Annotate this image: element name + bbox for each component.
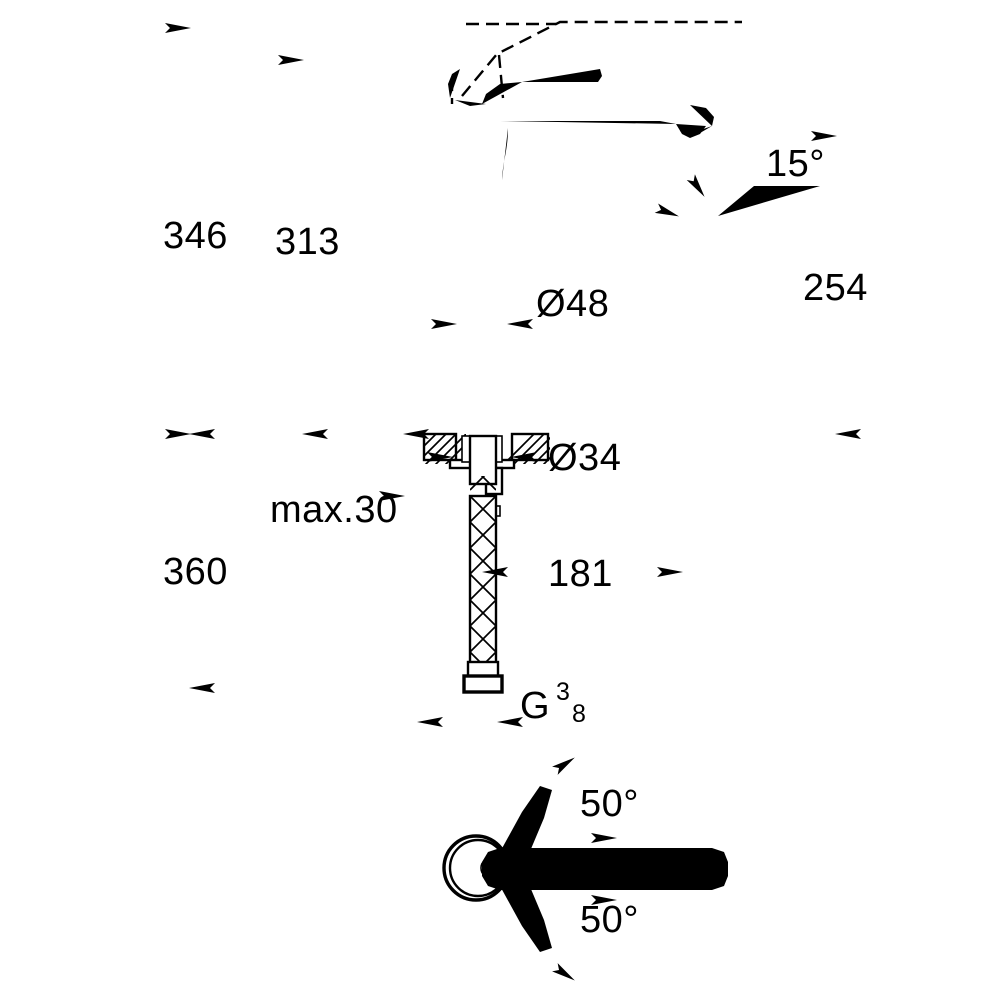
dimension-254: 254 (800, 131, 898, 439)
dimension-360: 360 (160, 429, 258, 693)
flexible-hose (462, 434, 504, 694)
dimension-313: 313 (272, 55, 368, 439)
plan-spout (482, 848, 728, 890)
dimension-angle-50-upper: 50° (544, 750, 639, 843)
column-body (502, 128, 508, 180)
thread-numerator-label: 3 (556, 678, 570, 706)
dimension-angle-15-label: 15° (766, 143, 825, 185)
thread-denominator-label: 8 (572, 700, 586, 728)
dimension-angle-50-lower: 50° (544, 895, 639, 988)
dimension-angle-15: 15° (634, 138, 825, 240)
dimension-max-30-label: max.30 (270, 489, 398, 531)
dimension-254-label: 254 (803, 267, 868, 309)
dimension-diameter-34: Ø34 (427, 437, 621, 479)
dimension-angle-50-upper-label: 50° (580, 783, 639, 825)
lever-swivel-plan-view: 50° 50° (442, 750, 728, 988)
dimension-181: 181 (482, 553, 683, 595)
dimension-313-label: 313 (275, 221, 340, 263)
dimension-thread-g38: G 3 8 (417, 678, 586, 728)
dimension-diameter-48-label: Ø48 (536, 283, 609, 325)
plan-lever-upper (500, 786, 552, 856)
dimension-181-label: 181 (548, 553, 613, 595)
aerator-outlet (676, 124, 706, 138)
dimension-346-label: 346 (163, 215, 228, 257)
dimension-360-label: 360 (163, 551, 228, 593)
dimension-angle-50-lower-label: 50° (580, 899, 639, 941)
dimension-diameter-34-label: Ø34 (548, 437, 621, 479)
dimension-346: 346 (160, 23, 258, 439)
dimension-max-30: max.30 (270, 429, 429, 531)
dimension-diameter-48: Ø48 (431, 283, 609, 329)
lever-lowered (448, 69, 602, 104)
faucet-elevation-view (422, 20, 742, 694)
handle-hub (455, 100, 486, 106)
thread-g-label: G (520, 685, 550, 727)
spout-upper-arm (500, 105, 714, 135)
plan-lever-lower (500, 882, 552, 952)
